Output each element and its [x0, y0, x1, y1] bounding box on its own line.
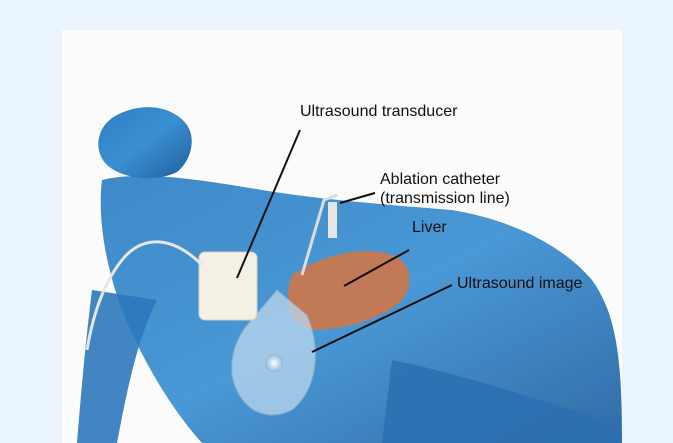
label-liver: Liver	[412, 218, 447, 237]
left-arm	[77, 290, 157, 443]
illustration-panel	[62, 30, 622, 443]
ultrasound-spot	[265, 354, 283, 372]
label-ultrasound-image: Ultrasound image	[457, 274, 582, 293]
head-shape	[98, 107, 191, 178]
body-illustration	[62, 30, 622, 443]
label-ablation-catheter: Ablation catheter (transmission line)	[380, 170, 510, 208]
pointer-catheter	[340, 193, 375, 203]
transducer-probe	[199, 252, 257, 320]
catheter-handle	[328, 202, 337, 238]
label-ultrasound-transducer: Ultrasound transducer	[300, 102, 457, 121]
